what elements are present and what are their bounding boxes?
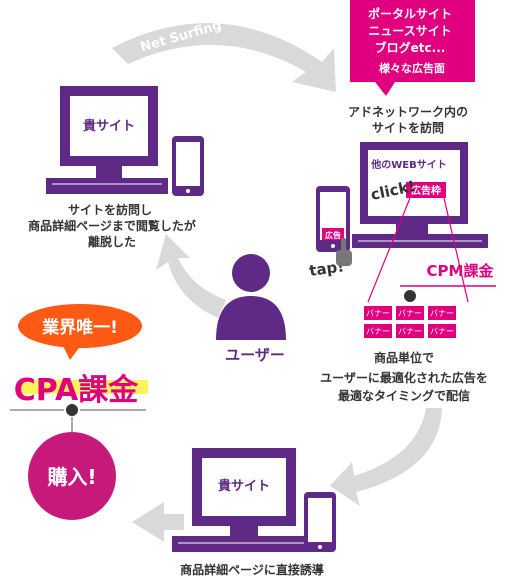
cpa-badge-text: 業界唯一! — [42, 317, 118, 338]
cpa-highlight — [20, 380, 148, 394]
purchase-circle — [28, 432, 116, 520]
cpm-line-2 — [443, 197, 469, 303]
your-site-bottom-caption: 商品詳細ページに直接誘導 — [180, 562, 324, 577]
user-label: ユーザー — [225, 346, 285, 364]
cpm-line-1 — [367, 197, 411, 303]
purchase-label: 購入! — [47, 465, 96, 489]
banner-1: バナー — [366, 309, 390, 318]
bubble-line-1: ポータルサイト — [368, 6, 452, 21]
banner-4: バナー — [366, 327, 390, 336]
banner-grid: バナー バナー バナー バナー バナー バナー — [364, 306, 456, 338]
arrow-to-purchase — [132, 502, 184, 542]
your-site-computer-top — [46, 86, 204, 196]
cpa-dot — [64, 402, 80, 418]
ad-network-caption-2: サイトを訪問 — [372, 120, 444, 135]
cpm-caption-1: 商品単位で — [374, 350, 434, 365]
your-site-caption-3: 離脱した — [88, 234, 136, 249]
user-figure-icon — [216, 254, 286, 340]
cpm-caption-3: 最適なタイミングで配信 — [338, 388, 470, 403]
arrow-down-right — [330, 408, 442, 506]
banner-5: バナー — [398, 327, 422, 336]
pointer-hand-icon — [336, 238, 352, 266]
bubble-line-4: 様々な広告面 — [379, 61, 445, 75]
your-site-computer-bottom — [172, 448, 336, 552]
cpm-dot — [402, 288, 418, 304]
tap-label: tap! — [308, 257, 345, 280]
flow-arrows — [112, 23, 442, 542]
your-site-caption-1: サイトを訪問し — [68, 202, 152, 217]
cpm-label: CPM課金 — [427, 262, 495, 280]
your-site-screen-label-top: 貴サイト — [83, 118, 135, 134]
ad-network-caption-1: アドネットワーク内の — [348, 104, 468, 119]
bubble-line-2: ニュースサイト — [368, 24, 451, 38]
ad-slot — [406, 182, 446, 198]
your-site-caption-2: 商品詳細ページまで閲覧したが — [28, 218, 196, 233]
cpa-badge — [18, 304, 142, 360]
ad-network-computer — [316, 142, 488, 252]
phone-ad-slot — [322, 228, 344, 240]
cpm-caption-2: ユーザーに最適化された広告を — [320, 370, 488, 385]
cpa-label: CPA課金 — [14, 373, 139, 408]
your-site-screen-label-bottom: 貴サイト — [218, 478, 270, 494]
banner-6: バナー — [430, 327, 454, 336]
ad-slot-label: 広告枠 — [411, 184, 441, 197]
ad-surfaces-bubble: ポータルサイト ニュースサイト ブログetc... 様々な広告面 — [350, 0, 475, 96]
phone-ad-label: 広告 — [325, 230, 341, 240]
banner-2: バナー — [398, 309, 422, 318]
banner-3: バナー — [430, 309, 454, 318]
other-site-screen-title: 他のWEBサイト — [370, 158, 446, 171]
bubble-line-3: ブログetc... — [375, 40, 446, 55]
arrow-to-user-left — [156, 234, 226, 318]
arrow-net-surfing — [112, 23, 336, 92]
